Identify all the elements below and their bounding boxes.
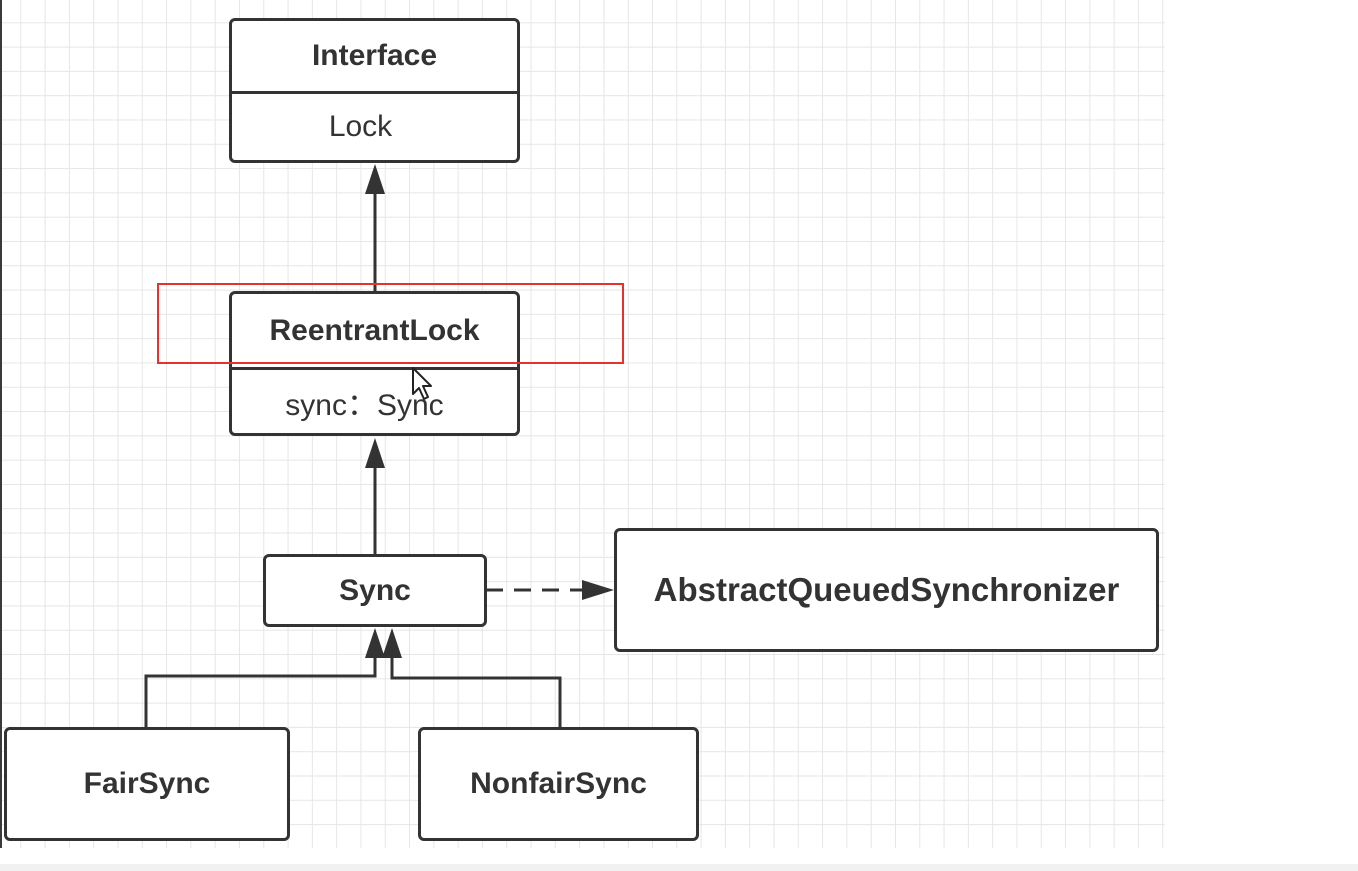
nonfairsync-box[interactable]: NonfairSync — [418, 727, 699, 841]
bottom-bar — [0, 848, 1358, 871]
bottom-scroll-track — [0, 864, 1358, 871]
highlight-rectangle — [157, 283, 624, 364]
sync-box[interactable]: Sync — [263, 554, 487, 627]
fairsync-label: FairSync — [83, 767, 211, 800]
fairsync-box[interactable]: FairSync — [4, 727, 290, 841]
interface-label: Interface — [311, 39, 438, 72]
reentrantlock-label: ReentrantLock — [269, 313, 480, 347]
mouse-pointer-icon — [412, 367, 432, 400]
left-border — [0, 0, 2, 848]
lock-label: Lock — [232, 91, 517, 160]
nonfairsync-label: NonfairSync — [470, 767, 647, 800]
sync-label: Sync — [339, 573, 411, 607]
sync-field-label: sync：Sync — [232, 367, 517, 433]
aqs-label: AbstractQueuedSynchronizer — [653, 571, 1120, 608]
aqs-box[interactable]: AbstractQueuedSynchronizer — [614, 528, 1159, 652]
diagram-canvas — [0, 0, 1165, 848]
interface-lock-box[interactable]: Interface Lock — [229, 18, 520, 163]
